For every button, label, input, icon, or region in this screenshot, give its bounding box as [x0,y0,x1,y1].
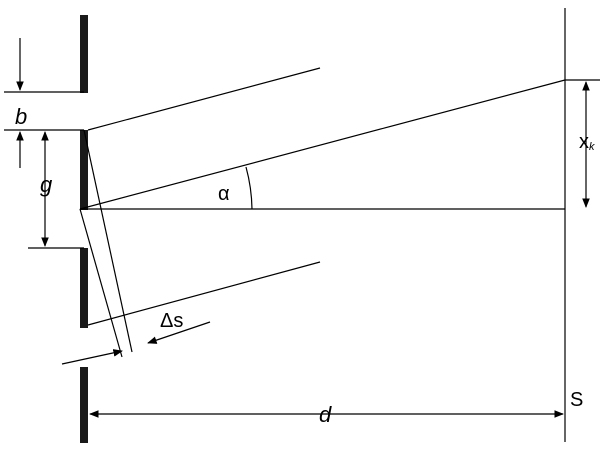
label-g: g [40,172,53,197]
grating-bar-lower-middle [80,248,88,328]
label-delta-s: Δs [160,310,183,332]
label-alpha: α [218,183,230,205]
label-xk-subscript: k [589,141,595,153]
perpendicular-line-2 [79,208,123,358]
grating-bar-upper-middle [80,130,88,210]
label-xk-main: x [579,131,589,153]
grating-bar-bottom [80,367,88,443]
ray-upper [87,67,321,131]
label-screen-s: S [570,389,583,411]
delta-s-arrow-left [61,349,123,365]
perpendicular-line-1 [83,129,133,353]
label-xk: xk [579,131,595,153]
label-b: b [15,104,27,129]
ray-to-screen [79,79,566,210]
label-d: d [319,402,332,427]
ray-lower [87,261,321,326]
grating-bar-top [80,15,88,93]
delta-s-arrow-right [147,321,211,344]
alpha-arc [245,166,253,210]
